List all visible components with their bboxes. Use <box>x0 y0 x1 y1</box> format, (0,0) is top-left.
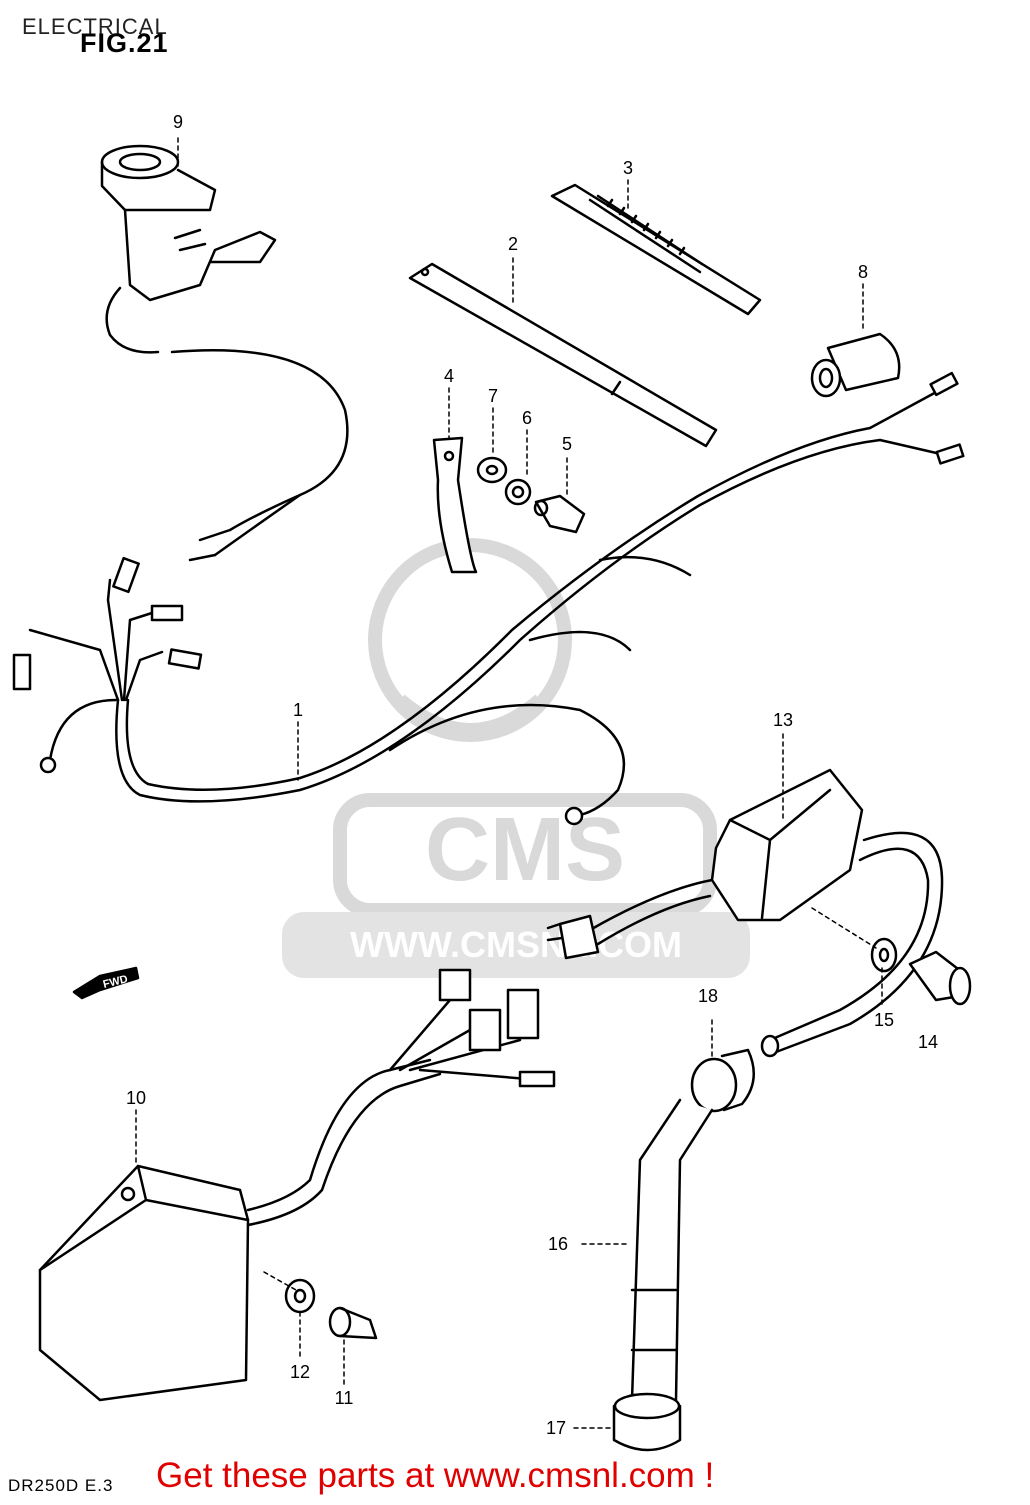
section-title: ELECTRICAL <box>22 14 168 39</box>
figure-label: FIG.21 <box>80 28 169 58</box>
part-14-screw <box>908 950 972 1006</box>
callout-1: 1 <box>292 700 303 720</box>
part-6-washer <box>504 478 532 506</box>
part-8-cap <box>810 332 901 398</box>
callout-8: 8 <box>857 262 868 282</box>
part-18-grommet <box>690 1048 755 1113</box>
callout-3: 3 <box>622 158 633 178</box>
part-16-lead <box>630 1098 714 1402</box>
footer-banner-link[interactable]: Get these parts at www.cmsnl.com ! <box>156 1456 715 1495</box>
part-3-cable-tie <box>550 183 762 316</box>
callout-10: 10 <box>125 1088 147 1108</box>
part-2-band <box>408 262 718 448</box>
model-code: DR250D E.3 <box>8 1476 114 1495</box>
part-15-washer <box>870 937 898 973</box>
part-9-switch <box>100 144 349 562</box>
part-12-washer <box>284 1278 316 1314</box>
callout-13: 13 <box>772 710 794 730</box>
callout-6: 6 <box>521 408 532 428</box>
callout-14: 14 <box>917 1032 939 1052</box>
callout-16: 16 <box>547 1234 569 1254</box>
callout-15: 15 <box>873 1010 895 1030</box>
callout-17: 17 <box>545 1418 567 1438</box>
part-5-bolt <box>533 494 586 534</box>
callout-9: 9 <box>172 112 183 132</box>
callout-7: 7 <box>487 386 498 406</box>
watermark-logo-text: CMS <box>425 800 625 900</box>
part-10-cdi-unit <box>38 968 556 1402</box>
callout-4: 4 <box>443 366 454 386</box>
leader-lines <box>135 137 883 1429</box>
fwd-arrow-icon <box>72 966 140 1000</box>
part-4-clamp <box>432 436 478 574</box>
part-13-ignition-coil <box>546 768 944 1058</box>
part-1-wiring-harness <box>12 371 965 826</box>
part-17-boot <box>612 1392 682 1452</box>
callout-2: 2 <box>507 234 518 254</box>
fwd-label: FWD <box>102 973 129 991</box>
watermark-url-text: WWW.CMSNL.COM <box>350 924 682 965</box>
callout-11: 11 <box>334 1388 354 1408</box>
part-7-washer <box>476 456 508 484</box>
part-11-screw <box>328 1306 378 1340</box>
callout-18: 18 <box>697 986 719 1006</box>
callout-12: 12 <box>289 1362 311 1382</box>
watermark-url-bg <box>282 912 750 978</box>
callout-5: 5 <box>561 434 572 454</box>
